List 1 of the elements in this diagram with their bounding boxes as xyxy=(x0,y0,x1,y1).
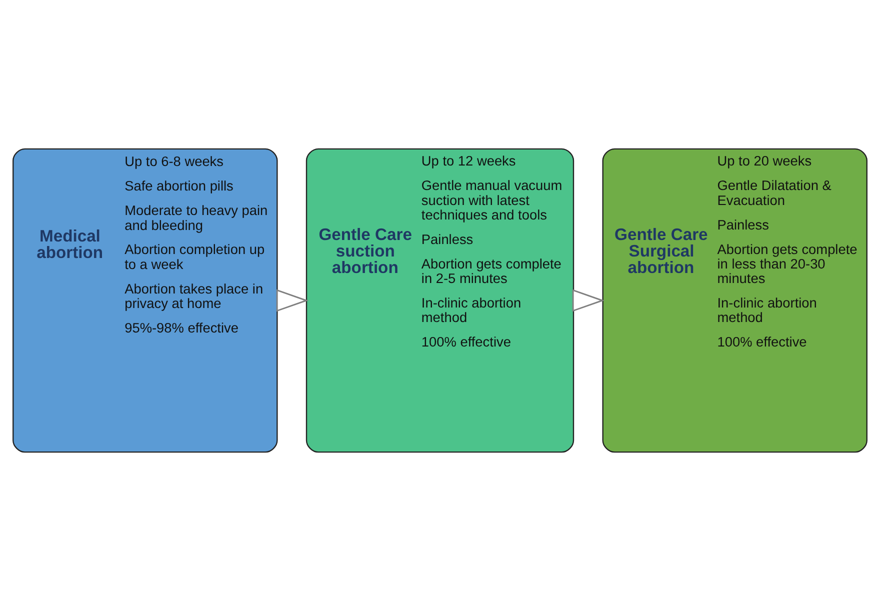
node-box: Gentle Care Surgical abortion Up to 20 weeks Gentle Dilatation & Evacuation Painless Abortion gets complete in less than 20-30 minutes In-clinic abortion method 100% effective xyxy=(602,148,868,452)
